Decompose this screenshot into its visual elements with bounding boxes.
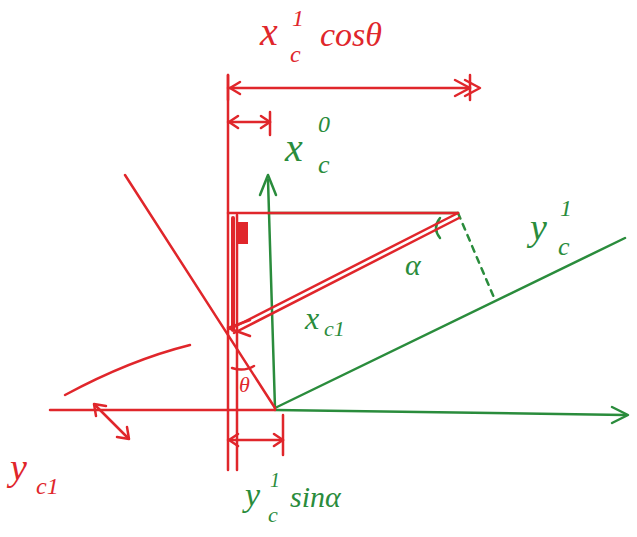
axis-line: [275, 238, 625, 408]
dimension-tick: [269, 112, 272, 135]
subscript: c: [268, 504, 278, 526]
angle-arc: [232, 366, 254, 370]
dimension-line: [228, 121, 270, 124]
superscript: 1: [270, 470, 280, 490]
projection-line: [228, 212, 458, 215]
projection-line: [458, 213, 495, 300]
right-angle-mark: [238, 222, 248, 244]
dimension-line: [228, 87, 470, 90]
dimension-tick: [228, 75, 470, 100]
arrow-head: [94, 404, 129, 439]
arrow-head: [229, 434, 283, 446]
arrow-head: [230, 82, 240, 94]
subscript: c: [290, 42, 301, 66]
dimension-symbol: x: [285, 128, 303, 168]
dimension-symbol: y: [245, 478, 260, 512]
dimension-symbol: y: [530, 208, 547, 246]
arrow-head: [228, 320, 250, 336]
vector-line: [231, 218, 235, 330]
dimension-text: sinα: [290, 482, 341, 512]
reference-line: [227, 75, 230, 470]
arrow-head: [229, 116, 270, 128]
dimension-symbol: x: [260, 12, 278, 52]
arrow-head: [260, 175, 276, 195]
dimension-text: cosθ: [320, 18, 382, 52]
reference-line: [236, 215, 239, 470]
dimension-symbol: y: [10, 448, 27, 486]
axis-line: [275, 410, 625, 415]
angle-label: α: [405, 250, 421, 280]
axis-line: [125, 175, 275, 408]
vector-line: [234, 218, 459, 333]
dimension-line: [228, 439, 283, 442]
leader-line: [95, 405, 128, 438]
superscript: 1: [292, 6, 304, 30]
arrow-head: [455, 80, 480, 96]
axis-line: [50, 409, 275, 412]
dimension-symbol: x: [305, 302, 319, 334]
subscript: c1: [324, 318, 345, 340]
vector-line: [232, 213, 458, 328]
superscript: 0: [318, 112, 330, 136]
subscript: c1: [36, 474, 59, 498]
red-frame: [50, 75, 480, 470]
superscript: 1: [560, 196, 572, 220]
dimension-tick: [282, 415, 285, 455]
subscript: c: [318, 152, 330, 178]
subscript: c: [558, 234, 570, 260]
angle-label: θ: [239, 374, 250, 396]
arrow-head: [612, 407, 628, 423]
angle-arc: [65, 345, 190, 395]
